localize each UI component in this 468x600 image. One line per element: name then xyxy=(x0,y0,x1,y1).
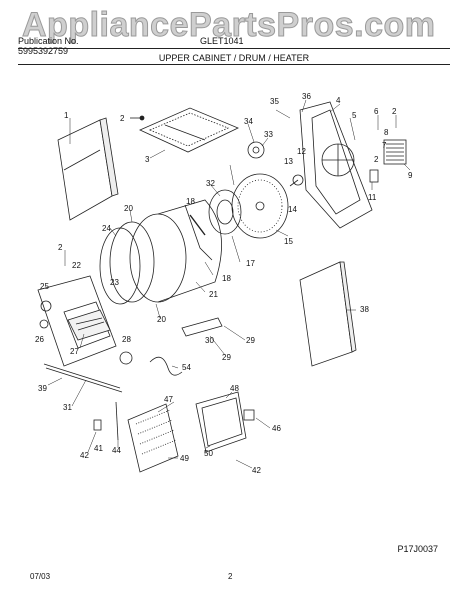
callout-17: 17 xyxy=(246,259,255,268)
callout-44: 44 xyxy=(112,446,121,455)
rear-bulkhead xyxy=(299,101,373,229)
fuse xyxy=(93,419,102,431)
thermostat xyxy=(243,409,255,421)
connector-block xyxy=(369,169,379,183)
heater-cover xyxy=(195,391,247,453)
callout-27: 27 xyxy=(70,347,79,356)
model-number: GLET1041 xyxy=(200,36,244,46)
callout-49: 49 xyxy=(180,454,189,463)
callout-42b: 42 xyxy=(252,466,261,475)
callout-20b: 20 xyxy=(157,315,166,324)
callout-15: 15 xyxy=(284,237,293,246)
callout-31: 31 xyxy=(63,403,72,412)
callout-18b: 18 xyxy=(222,274,231,283)
lint-filter xyxy=(67,309,111,341)
watermark-text: AppliancePartsPros.com xyxy=(21,6,436,45)
callout-25: 25 xyxy=(40,282,49,291)
callout-3: 3 xyxy=(145,155,150,164)
callout-22: 22 xyxy=(72,261,81,270)
callout-20a: 20 xyxy=(124,204,133,213)
side-panel xyxy=(57,117,119,221)
right-side-panel xyxy=(299,261,357,367)
callout-41: 41 xyxy=(94,444,103,453)
callout-24: 24 xyxy=(102,224,111,233)
top-filter-panel xyxy=(139,107,239,153)
figure-code: P17J0037 xyxy=(397,544,438,554)
section-title: UPPER CABINET / DRUM / HEATER xyxy=(158,53,310,63)
callout-34: 34 xyxy=(244,117,253,126)
header-rule-bottom xyxy=(18,64,450,65)
callout-28: 28 xyxy=(122,335,131,344)
callout-26: 26 xyxy=(35,335,44,344)
callout-46: 46 xyxy=(272,424,281,433)
callout-2c: 2 xyxy=(374,155,379,164)
front-bulkhead xyxy=(37,275,117,367)
header-rule-top xyxy=(18,48,450,49)
callout-11: 11 xyxy=(368,193,377,202)
callout-4: 4 xyxy=(336,96,341,105)
trim-strip-edge xyxy=(45,367,123,393)
callout-2b: 2 xyxy=(392,107,397,116)
drum-glide-ring xyxy=(99,227,141,305)
callout-14: 14 xyxy=(288,205,297,214)
callout-50: 50 xyxy=(204,449,213,458)
wire-lead xyxy=(115,401,119,441)
wire-harness xyxy=(149,356,183,376)
callout-29b: 29 xyxy=(222,353,231,362)
callout-33: 33 xyxy=(264,130,273,139)
door-switch xyxy=(119,351,133,365)
callout-39: 39 xyxy=(38,384,47,393)
front-drum-seal xyxy=(109,221,155,303)
callout-21: 21 xyxy=(209,290,218,299)
heater-duct xyxy=(127,403,179,473)
callout-54: 54 xyxy=(182,363,191,372)
callout-13: 13 xyxy=(284,157,293,166)
callout-42a: 42 xyxy=(80,451,89,460)
drum-roller xyxy=(289,174,304,187)
callout-29a: 29 xyxy=(246,336,255,345)
idler-pulley xyxy=(247,141,265,159)
callout-48: 48 xyxy=(230,384,239,393)
support-bracket xyxy=(181,317,223,337)
callout-23: 23 xyxy=(110,278,119,287)
callout-6: 6 xyxy=(374,107,379,116)
callout-36: 36 xyxy=(302,92,311,101)
callout-8: 8 xyxy=(384,128,389,137)
callout-5: 5 xyxy=(352,111,357,120)
callout-12: 12 xyxy=(297,147,306,156)
callout-35: 35 xyxy=(270,97,279,106)
callout-18a: 18 xyxy=(186,197,195,206)
callout-38: 38 xyxy=(360,305,369,314)
callout-30: 30 xyxy=(205,336,214,345)
screw xyxy=(130,115,145,121)
callout-2d: 2 xyxy=(58,243,63,252)
drum xyxy=(129,199,222,303)
callout-47: 47 xyxy=(164,395,173,404)
callout-9: 9 xyxy=(408,171,413,180)
leader-lines xyxy=(47,99,411,469)
footer-date: 07/03 xyxy=(30,572,51,581)
callout-32: 32 xyxy=(206,179,215,188)
trim-strip xyxy=(43,363,121,389)
rear-bearing xyxy=(208,189,242,235)
publication-number: 5995392759 xyxy=(18,46,69,56)
callout-1: 1 xyxy=(64,111,69,120)
vent-cover xyxy=(383,139,407,165)
footer-page: 2 xyxy=(228,572,233,581)
callout-2: 2 xyxy=(120,114,125,123)
publication-label: Publication No. xyxy=(18,36,79,46)
callout-7: 7 xyxy=(382,141,387,150)
